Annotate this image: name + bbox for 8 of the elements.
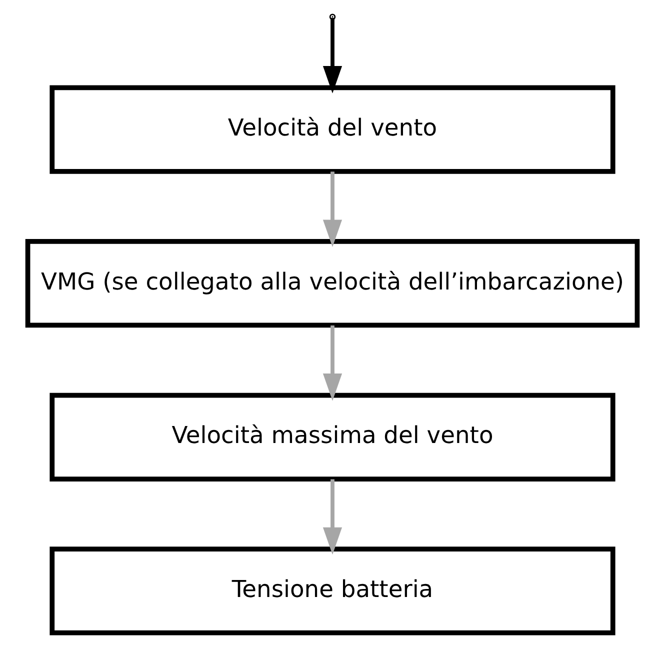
arrow bbox=[322, 479, 342, 555]
node-box: VMG (se collegato alla velocità dell’imbarcazione) bbox=[24, 239, 640, 328]
node-box: Velocità del vento bbox=[49, 85, 615, 174]
node-box: Velocità massima del vento bbox=[49, 392, 615, 482]
node-box: Tensione batteria bbox=[49, 546, 615, 636]
arrow bbox=[322, 325, 342, 401]
arrow bbox=[322, 172, 342, 247]
arrow bbox=[322, 18, 342, 94]
